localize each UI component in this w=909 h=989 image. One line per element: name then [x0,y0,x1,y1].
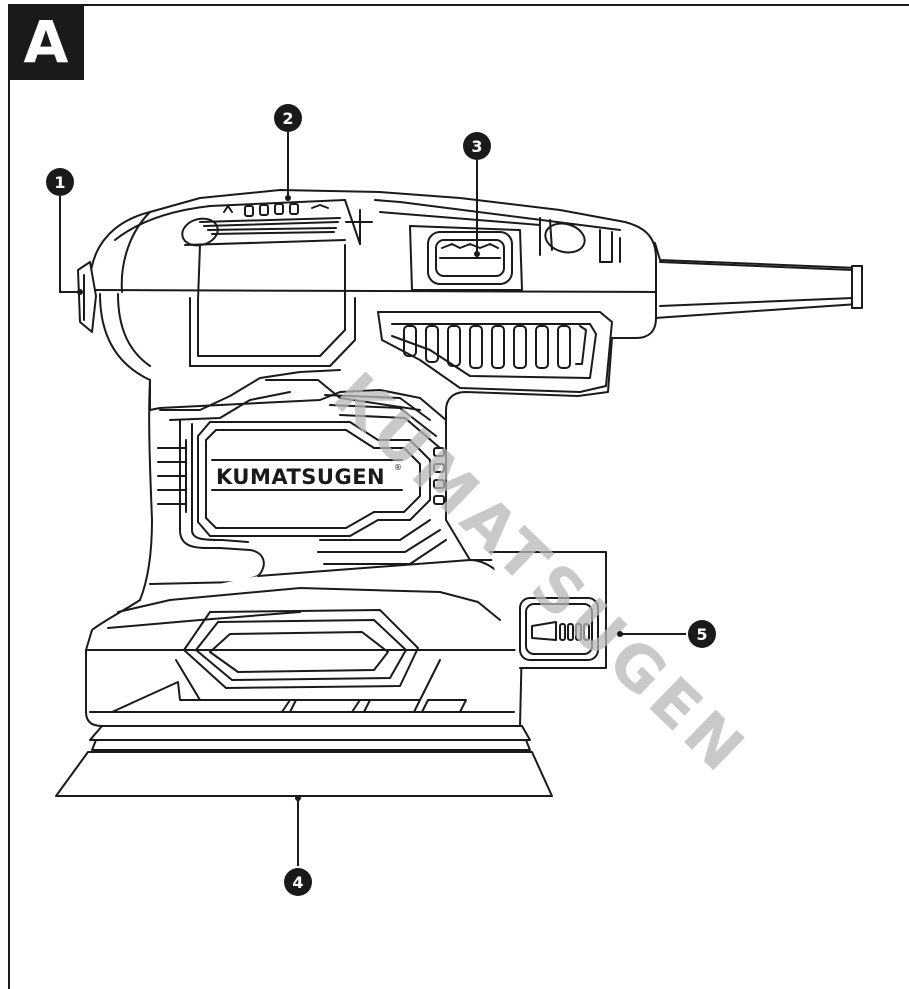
dust-outlet [489,551,607,669]
callout-4: 4 [284,868,312,896]
power-cord [654,242,863,319]
callout-4-number: 4 [292,873,303,892]
callout-1: 1 [46,168,74,196]
brand-name: KUMATSUGEN [216,465,385,489]
sanding-pad [55,725,553,797]
callout-2-number: 2 [282,109,293,128]
callout-5-circle [688,620,716,648]
power-switch [409,225,523,291]
callout-leaders [59,132,686,866]
leader-dots [77,195,623,801]
brand-badge [197,421,431,537]
base-housing [85,559,523,727]
lock-tab [77,261,97,333]
frame-border [8,4,909,989]
callout-2: 2 [274,104,302,132]
callout-5-number: 5 [696,625,707,644]
callout-3-number: 3 [471,137,482,156]
vent-grille [377,311,613,393]
callout-1-number: 1 [54,173,65,192]
callout-3: 3 [463,132,491,160]
leader-1 [59,196,80,293]
registered-mark: ® [394,463,402,472]
callout-3-circle [463,132,491,160]
callout-2-circle [274,104,302,132]
callout-5: 5 [688,620,716,648]
figure-label: A [8,4,84,80]
callout-1-circle [46,168,74,196]
callout-4-circle [284,868,312,896]
speed-dial [223,203,329,217]
